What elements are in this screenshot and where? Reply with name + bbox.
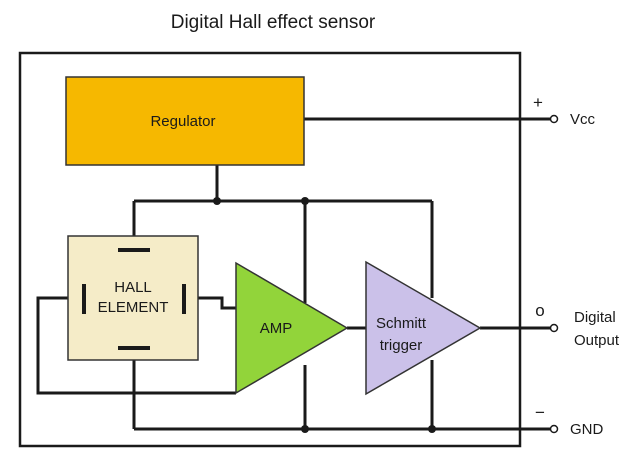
regulator-box xyxy=(65,76,305,166)
junction-dot xyxy=(301,425,309,433)
diagram-title: Digital Hall effect sensor xyxy=(171,12,376,33)
amp-label: AMP xyxy=(260,320,293,337)
output-label-line2: Output xyxy=(574,332,620,349)
terminals: + Vcc o Digital Output − GND xyxy=(533,93,620,438)
junction-dot xyxy=(301,197,309,205)
hall-element-block: HALL ELEMENT xyxy=(67,235,199,361)
junction-dots xyxy=(213,197,436,433)
hall-right-output-wire xyxy=(184,296,236,310)
schmitt-triangle xyxy=(365,260,482,396)
schmitt-label-line1: Schmitt xyxy=(376,315,427,332)
output-sign: o xyxy=(535,301,544,320)
hall-label-line1: HALL xyxy=(114,279,152,296)
gnd-sign: − xyxy=(535,403,545,422)
hall-label-line2: ELEMENT xyxy=(98,299,169,316)
gnd-label: GND xyxy=(570,421,604,438)
package-outline xyxy=(18,51,522,448)
schmitt-trigger-block: Schmitt trigger xyxy=(365,260,482,396)
output-terminal xyxy=(549,323,559,333)
output-label-line1: Digital xyxy=(574,309,616,326)
schmitt-label-line2: trigger xyxy=(380,337,423,354)
vcc-sign: + xyxy=(533,93,543,112)
gnd-terminal xyxy=(549,424,559,434)
hall-left-output-wire xyxy=(36,296,236,395)
vcc-terminal xyxy=(549,114,559,124)
vcc-label: Vcc xyxy=(570,111,596,128)
regulator-label: Regulator xyxy=(150,113,215,130)
amplifier-block: AMP xyxy=(235,261,349,395)
amplifier-triangle xyxy=(235,261,349,395)
junction-dot xyxy=(213,197,221,205)
hall-element-box xyxy=(67,235,199,361)
regulator-block: Regulator xyxy=(65,76,305,166)
junction-dot xyxy=(428,425,436,433)
